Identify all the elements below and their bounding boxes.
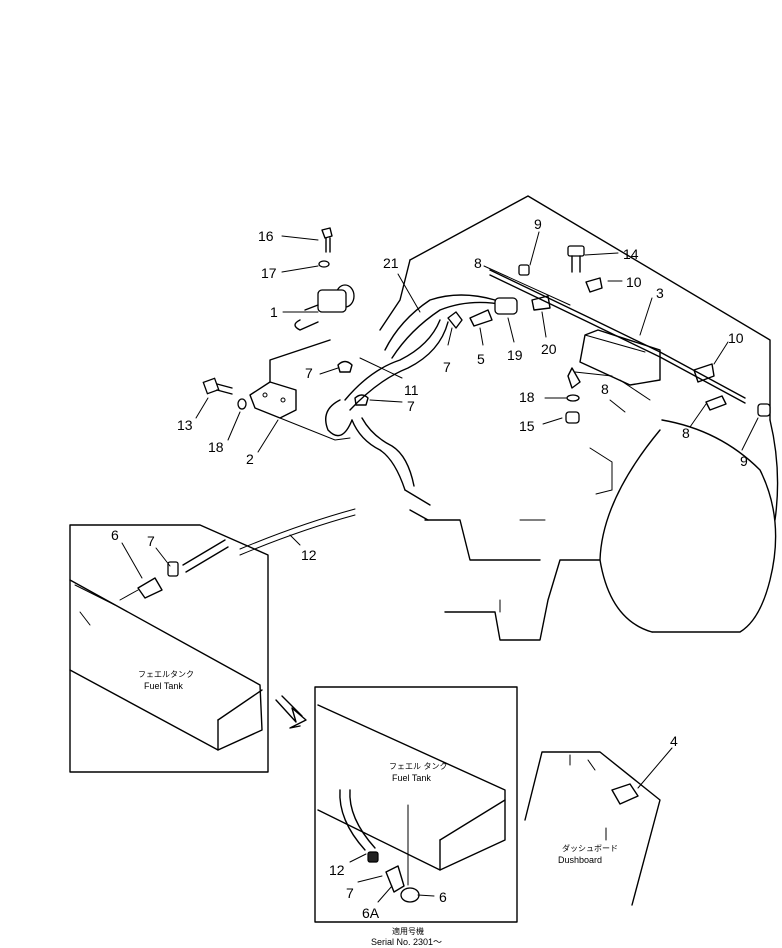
callout-2: 2 xyxy=(246,451,254,467)
fuel-tank-en-label-inset: Fuel Tank xyxy=(392,773,431,783)
callout-11: 11 xyxy=(404,382,419,398)
callout-21: 21 xyxy=(383,255,399,271)
direction-arrow xyxy=(275,695,307,729)
fuel-hose xyxy=(239,399,431,556)
fuel-tank-en-label: Fuel Tank xyxy=(144,681,183,691)
callout-7: 7 xyxy=(305,365,313,381)
wire-harness xyxy=(344,294,506,411)
callout-10: 10 xyxy=(728,330,744,346)
leader-lines xyxy=(121,231,759,903)
callout-4: 4 xyxy=(670,733,678,749)
callout-1: 1 xyxy=(270,304,278,320)
callout-16: 16 xyxy=(258,228,274,244)
callout-numbers: 16 17 1 7 13 18 2 21 7 11 7 5 19 20 9 8 … xyxy=(111,216,748,921)
callout-7: 7 xyxy=(407,398,415,414)
callout-20: 20 xyxy=(541,341,557,357)
callout-19: 19 xyxy=(507,347,523,363)
sensor-parts xyxy=(447,245,771,424)
relay-assembly xyxy=(202,227,369,441)
callout-17: 17 xyxy=(261,265,277,281)
callout-9: 9 xyxy=(534,216,542,232)
callout-12: 12 xyxy=(301,547,317,563)
callout-8: 8 xyxy=(474,255,482,271)
callout-18: 18 xyxy=(519,389,535,405)
callout-7: 7 xyxy=(147,533,155,549)
callout-10: 10 xyxy=(626,274,642,290)
callout-5: 5 xyxy=(477,351,485,367)
callout-18: 18 xyxy=(208,439,224,455)
engine-outline xyxy=(379,195,779,641)
callout-14: 14 xyxy=(623,246,639,262)
callout-7: 7 xyxy=(346,885,354,901)
callout-9: 9 xyxy=(740,453,748,469)
callout-8: 8 xyxy=(682,425,690,441)
fuel-tank-inset-left xyxy=(69,524,269,773)
dashboard-sketch xyxy=(524,751,661,906)
serial-jp-label: 適用号機 xyxy=(392,926,424,936)
callout-15: 15 xyxy=(519,418,535,434)
dashboard-en-label: Dushboard xyxy=(558,855,602,865)
fuel-tank-inset-serial xyxy=(314,686,518,923)
dashboard-jp-label: ダッシュボード xyxy=(562,843,618,853)
callout-3: 3 xyxy=(656,285,664,301)
fuel-tank-jp-label: フェエルタンク xyxy=(138,670,194,679)
callout-13: 13 xyxy=(177,417,193,433)
fuel-tank-jp-label-inset: フェエル タンク xyxy=(389,762,448,771)
sensor-rail xyxy=(489,269,746,404)
callout-6: 6 xyxy=(111,527,119,543)
callout-7: 7 xyxy=(443,359,451,375)
callout-8: 8 xyxy=(601,381,609,397)
callout-12: 12 xyxy=(329,862,345,878)
callout-6a: 6A xyxy=(362,905,380,921)
serial-en-label: Serial No. 2301～ xyxy=(371,937,442,947)
text-labels: フェエルタンク Fuel Tank フェエル タンク Fuel Tank ダッシ… xyxy=(138,670,618,947)
callout-6: 6 xyxy=(439,889,447,905)
